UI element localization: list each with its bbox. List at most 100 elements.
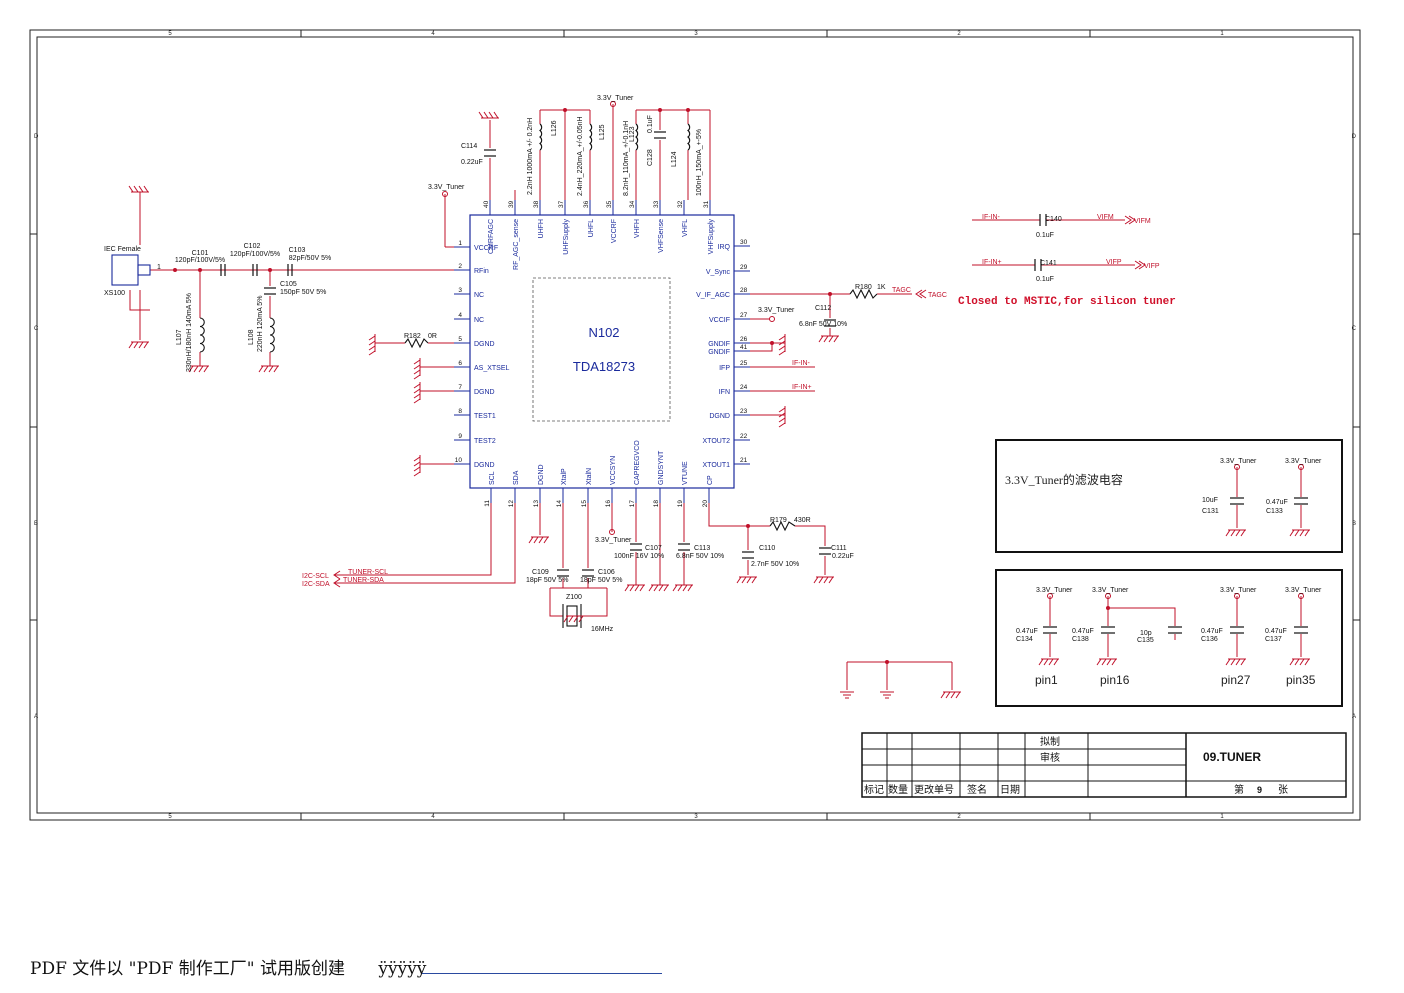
pin-num-17: 17 [629, 500, 636, 508]
net-arrows [333, 215, 1146, 588]
pin-num-8: 8 [458, 408, 462, 415]
frame-row-A: A [1352, 714, 1356, 720]
frame-col-1: 1 [1220, 31, 1224, 37]
frame-col-5: 5 [168, 31, 172, 37]
wire-cp [708, 503, 770, 527]
frame-col-1: 1 [1220, 814, 1224, 820]
pin-name-24-7: IFN [719, 389, 730, 396]
power-label-c137: 3.3V_Tuner [1285, 587, 1322, 594]
frame-col-4: 4 [431, 814, 435, 820]
label-c106-val: 18pF 50V 5% [580, 577, 622, 584]
ic-left-pins: 1VCCRF2RFin3NC4NC5DGND6AS_XTSEL7DGND8TES… [454, 240, 510, 469]
pin-num-34: 34 [629, 200, 636, 208]
footer-text: PDF 文件以 "PDF 制作工厂" 试用版创建 [30, 959, 345, 979]
pin-name-37: UHFSupply [563, 219, 570, 255]
net-vifm: VIFM [1097, 214, 1114, 221]
pin-num-26: 26 [740, 336, 748, 343]
label-l123-val: 8.2nH_110mA_+/-0.1nH [623, 121, 630, 196]
pin-num-2: 2 [458, 263, 462, 270]
ground-icon-xtal [563, 615, 584, 623]
frame-col-3: 3 [694, 814, 698, 820]
pin-num-3: 3 [458, 287, 462, 294]
ground-icon-gndif [778, 334, 786, 356]
net-tagc-port: TAGC [928, 292, 947, 299]
label-l107-val: 330nH/180nH 140mA 5% [186, 293, 193, 372]
label-c134-val: 0.47uF [1016, 628, 1038, 635]
label-c114-ref: C114 [461, 143, 477, 150]
label-z100-val: 16MHz [591, 626, 614, 633]
label-c113-ref: C113 [694, 545, 710, 552]
pin-name-2: RFin [474, 268, 489, 275]
power-label-vccrf: 3.3V_Tuner [428, 184, 465, 191]
label-c112-ref: C112 [815, 305, 831, 312]
power-label-c131: 3.3V_Tuner [1220, 458, 1257, 465]
inner-frame [36, 36, 1354, 814]
net-vifp-arrow: VIFP [1144, 263, 1160, 270]
power-label-top: 3.3V_Tuner [597, 95, 634, 102]
ground-icon-l108 [258, 365, 279, 373]
label-r182-ref: R182 [404, 333, 421, 340]
power-label-c133: 3.3V_Tuner [1285, 458, 1322, 465]
label-c107-ref: C107 [645, 545, 662, 552]
pin-num-15: 15 [581, 500, 588, 508]
ground-icon-c138 [1096, 658, 1117, 666]
label-c105-val: 150pF 50V 5% [280, 289, 326, 296]
filter-label-pin27: pin27 [1221, 673, 1251, 687]
frame-row-C: C [1352, 326, 1357, 332]
label-c101-ref: C101 [192, 250, 209, 257]
label-l126-ref: L126 [551, 120, 558, 136]
label-r182-val: 0R [428, 333, 437, 340]
pin-num-31: 31 [703, 200, 710, 208]
pin-num-41: 41 [740, 344, 748, 351]
pin-name-25-6: IFP [719, 365, 730, 372]
label-c133-val: 0.47uF [1266, 499, 1288, 506]
power-label-vccsyn: 3.3V_Tuner [595, 537, 632, 544]
wire-conn-gnd-shield [129, 290, 150, 311]
label-c134-ref: C134 [1016, 636, 1033, 643]
title-col-change: 更改单号 [914, 783, 954, 796]
frame-col-5: 5 [168, 814, 172, 820]
net-tagc: TAGC [892, 287, 911, 294]
pin-name-4: NC [474, 317, 484, 324]
label-c135-val: 10p [1140, 630, 1152, 637]
ground-icon-c110 [736, 576, 757, 584]
net-tuner-sda: TUNER-SDA [343, 577, 384, 584]
connector-name: IEC Female [104, 246, 141, 253]
pin-num-39: 39 [508, 200, 515, 208]
outer-frame [29, 29, 1361, 821]
label-c141-ref: C141 [1040, 260, 1057, 267]
pdf-footer: PDF 文件以 "PDF 制作工厂" 试用版创建 ÿÿÿÿÿ [30, 954, 662, 979]
ground-icon-c112 [818, 335, 839, 343]
footer-fill: ÿÿÿÿÿ [378, 959, 427, 979]
pin-num-32: 32 [677, 200, 684, 208]
net-ifin-plus-left: IF-IN+ [982, 259, 1002, 266]
wire-gndif [750, 342, 773, 352]
label-c111-ref: C111 [831, 545, 847, 552]
title-page-prefix: 第 [1234, 783, 1244, 796]
ground-symbols [128, 111, 1310, 699]
ground-icon-l107 [188, 365, 209, 373]
pin-num-12: 12 [508, 500, 515, 508]
pin-name-14: XtalP [561, 468, 568, 485]
filter-box-1-title: 3.3V_Tuner的滤波电容 [1005, 472, 1123, 487]
pin-num-24: 24 [740, 384, 748, 391]
ground-icon-r182 [368, 334, 376, 356]
title-page-suffix: 张 [1278, 784, 1288, 796]
frame-row-D: D [1352, 134, 1357, 140]
ground-icon-gndsynt [648, 584, 669, 592]
pin-num-36: 36 [583, 200, 590, 208]
frame-row-B: B [34, 521, 38, 527]
title-col-date: 日期 [1000, 784, 1020, 796]
pin-num-23: 23 [740, 408, 748, 415]
ground-icon-dgnd7 [413, 382, 421, 404]
net-vifp: VIFP [1106, 259, 1122, 266]
pin-name-11: SCL [489, 471, 496, 485]
ground-icon-c136 [1225, 658, 1246, 666]
pin-name-3: NC [474, 292, 484, 299]
pin-name-29-1: V_Sync [706, 269, 731, 276]
label-l107-ref: L107 [176, 329, 183, 345]
label-c105-ref: C105 [280, 281, 297, 288]
ic-body [469, 214, 735, 489]
frame-col-4: 4 [431, 31, 435, 37]
power-label-c138: 3.3V_Tuner [1092, 587, 1129, 594]
